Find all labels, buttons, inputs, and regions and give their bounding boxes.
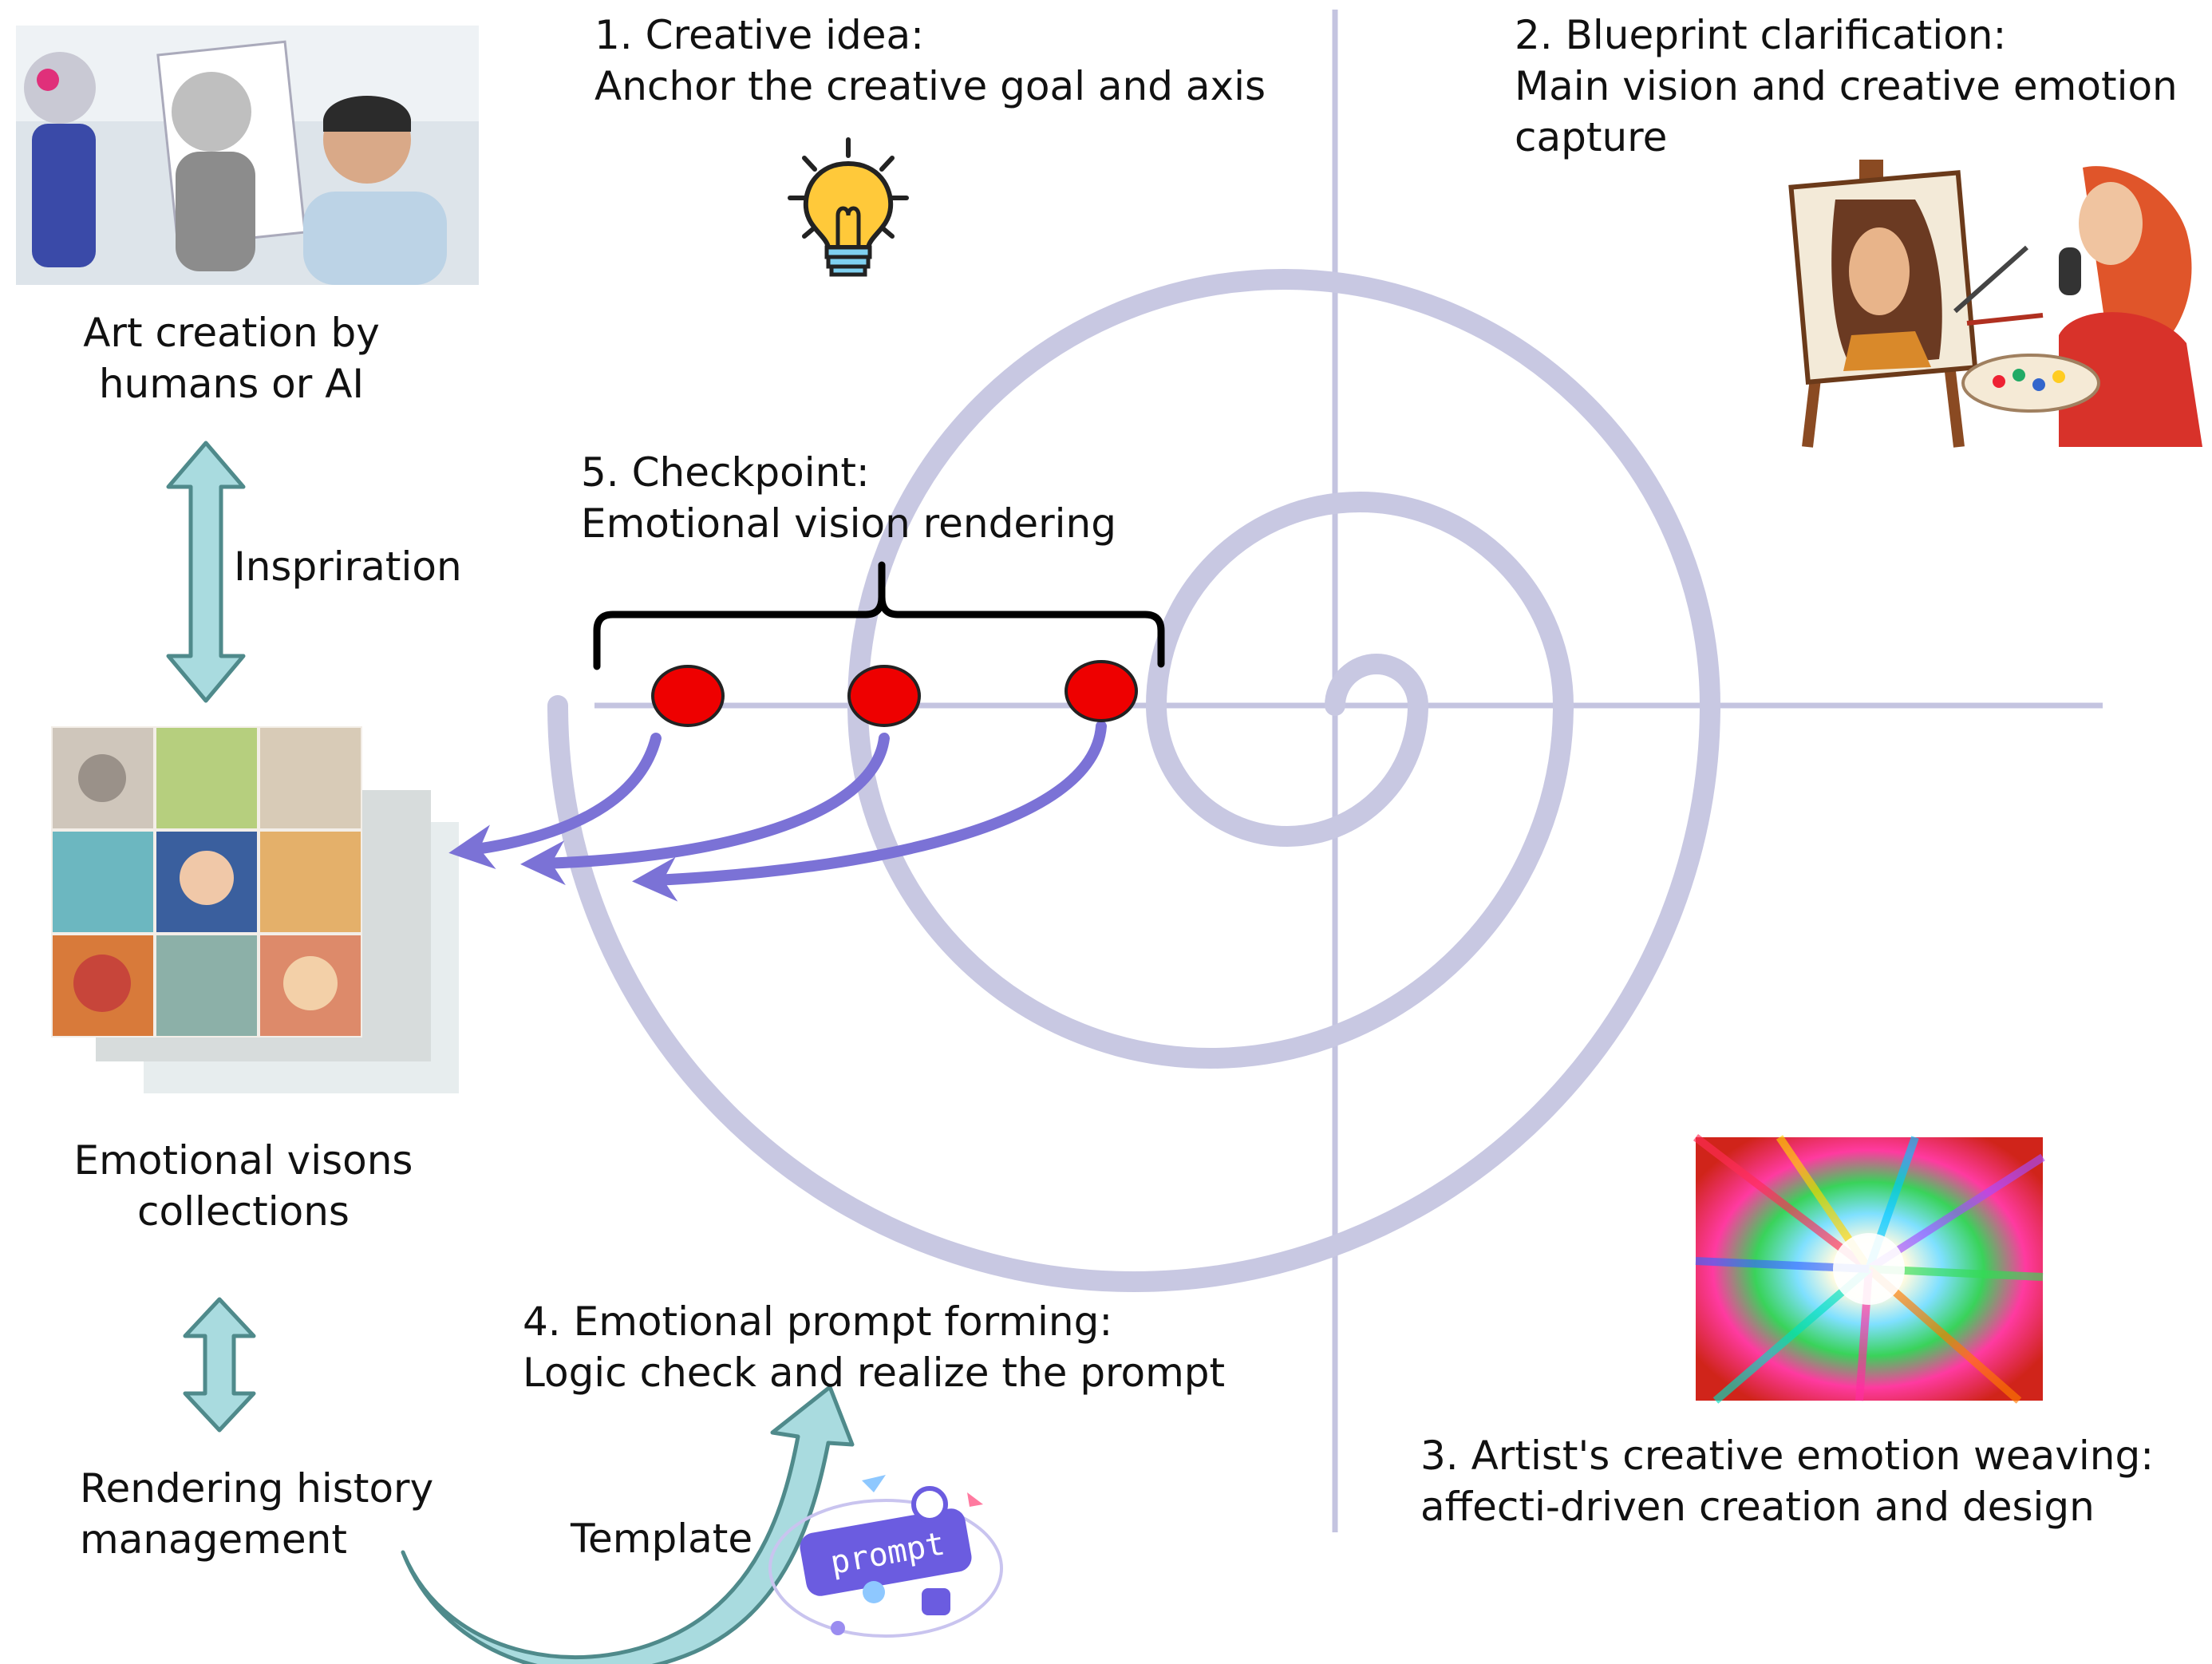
- color-burst-image: [1693, 1134, 2045, 1404]
- template-label: Template: [571, 1516, 753, 1562]
- step-3-desc: affecti-driven creation and design: [1420, 1484, 2095, 1530]
- checkpoint-dot-1: [651, 665, 725, 727]
- art-creation-image: [16, 26, 479, 285]
- collections-caption: Emotional visons collections: [32, 1135, 455, 1237]
- step-1-label: 1. Creative idea: Anchor the creative go…: [594, 10, 1266, 112]
- step-2-desc-2: capture: [1515, 114, 1668, 160]
- history-caption: Rendering history management: [80, 1463, 433, 1565]
- step-2-title: 2. Blueprint clarification:: [1515, 12, 2007, 58]
- history-line-1: Rendering history: [80, 1465, 434, 1512]
- step-3-label: 3. Artist's creative emotion weaving: af…: [1420, 1430, 2154, 1532]
- art-creation-line-1: Art creation by: [83, 310, 380, 356]
- checkpoint-arrow-3: [632, 721, 1107, 902]
- step-1-desc: Anchor the creative goal and axis: [594, 63, 1266, 109]
- creative-spiral: [547, 269, 1721, 1292]
- inspiration-double-arrow: [166, 441, 246, 703]
- art-creation-caption: Art creation by humans or AI: [32, 307, 431, 409]
- collections-collage: [51, 726, 459, 1093]
- step-4-desc: Logic check and realize the prompt: [523, 1350, 1226, 1396]
- template-curved-arrow: [401, 1385, 855, 1664]
- step-5-label: 5. Checkpoint: Emotional vision renderin…: [581, 447, 1116, 549]
- history-double-arrow: [183, 1297, 256, 1433]
- checkpoint-dot-2: [847, 665, 921, 727]
- checkpoint-brace: [593, 561, 1165, 670]
- collections-line-1: Emotional visons: [73, 1137, 413, 1184]
- step-5-title: 5. Checkpoint:: [581, 449, 870, 496]
- step-2-desc-1: Main vision and creative emotion: [1515, 63, 2178, 109]
- step-5-desc: Emotional vision rendering: [581, 500, 1116, 547]
- step-1-title: 1. Creative idea:: [594, 12, 924, 58]
- lightbulb-icon: [788, 137, 909, 277]
- checkpoint-dot-3: [1065, 660, 1138, 722]
- checkpoint-arrow-1: [448, 733, 662, 869]
- inspiration-label: Inspriration: [234, 543, 462, 590]
- painter-image: [1788, 152, 2209, 448]
- collections-line-2: collections: [137, 1188, 350, 1235]
- prompt-illustration: [768, 1475, 1003, 1638]
- history-line-2: management: [80, 1516, 347, 1563]
- step-4-label: 4. Emotional prompt forming: Logic check…: [523, 1296, 1225, 1398]
- step-4-title: 4. Emotional prompt forming:: [523, 1298, 1113, 1345]
- step-3-title: 3. Artist's creative emotion weaving:: [1420, 1433, 2155, 1479]
- art-creation-line-2: humans or AI: [98, 361, 365, 407]
- step-2-label: 2. Blueprint clarification: Main vision …: [1515, 10, 2178, 163]
- checkpoint-arrow-2: [520, 733, 890, 886]
